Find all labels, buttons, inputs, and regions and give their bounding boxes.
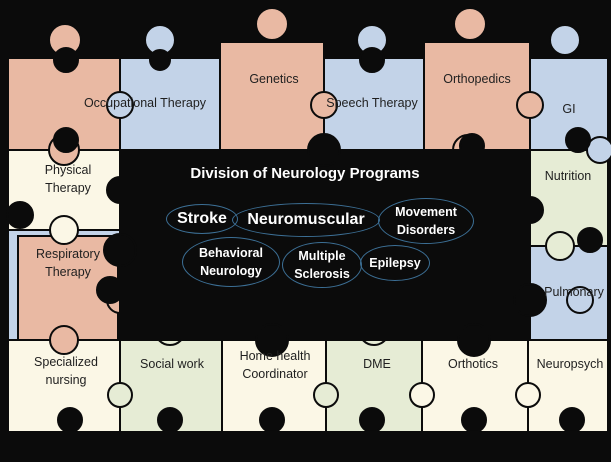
puzzle-knob <box>50 216 78 244</box>
center-title: Division of Neurology Programs <box>150 165 460 182</box>
puzzle-hole <box>578 228 602 252</box>
label-orthotics: Orthotics <box>420 355 526 373</box>
puzzle-piece-orthopedics <box>424 42 530 150</box>
label-speech-therapy: Speech Therapy <box>312 94 432 112</box>
program-behavioral-neurology: Behavioral Neurology <box>182 237 280 287</box>
puzzle-hole <box>150 50 170 70</box>
center-panel-knob <box>458 324 490 356</box>
puzzle-hole <box>7 202 33 228</box>
label-gi: GI <box>530 100 608 118</box>
label-orthopedics: Orthopedics <box>424 70 530 88</box>
label-dme: DME <box>330 355 424 373</box>
puzzle-hole <box>560 408 584 432</box>
puzzle-knob <box>454 8 486 40</box>
puzzle-knob <box>50 326 78 354</box>
puzzle-hole <box>360 48 384 72</box>
label-specialized-nursing: Specialized nursing <box>14 353 118 389</box>
label-pulmonary: Pulmonary <box>534 283 611 301</box>
puzzle-knob <box>546 232 574 260</box>
puzzle-knob <box>516 383 540 407</box>
puzzle-knob <box>314 383 338 407</box>
label-genetics: Genetics <box>222 70 326 88</box>
bottom-strip <box>0 432 611 462</box>
puzzle-hole <box>260 408 284 432</box>
label-nutrition: Nutrition <box>528 167 608 185</box>
puzzle-hole <box>360 408 384 432</box>
puzzle-piece-genetics <box>220 42 324 150</box>
center-panel-knob <box>308 134 340 166</box>
program-multiple-sclerosis: Multiple Sclerosis <box>282 242 362 288</box>
program-movement-disorders: Movement Disorders <box>378 198 474 244</box>
puzzle-hole <box>54 48 78 72</box>
puzzle-hole <box>58 408 82 432</box>
puzzle-hole <box>54 128 78 152</box>
program-neuromuscular: Neuromuscular <box>232 203 380 237</box>
label-respiratory-therapy: Respiratory Therapy <box>12 245 124 281</box>
puzzle-knob <box>410 383 434 407</box>
program-stroke: Stroke <box>166 204 238 234</box>
puzzle-hole <box>462 408 486 432</box>
puzzle-hole <box>566 128 590 152</box>
puzzle-knob <box>550 25 580 55</box>
program-epilepsy: Epilepsy <box>360 245 430 281</box>
label-physical-therapy: Physical Therapy <box>16 161 120 197</box>
puzzle-knob <box>256 8 288 40</box>
label-occupational-therapy: Occupational Therapy <box>70 94 220 112</box>
label-social-work: Social work <box>118 355 226 373</box>
label-neuropsych: Neuropsych <box>530 355 610 373</box>
puzzle-hole <box>158 408 182 432</box>
label-home-health-coordinator: Home health Coordinator <box>222 347 328 383</box>
